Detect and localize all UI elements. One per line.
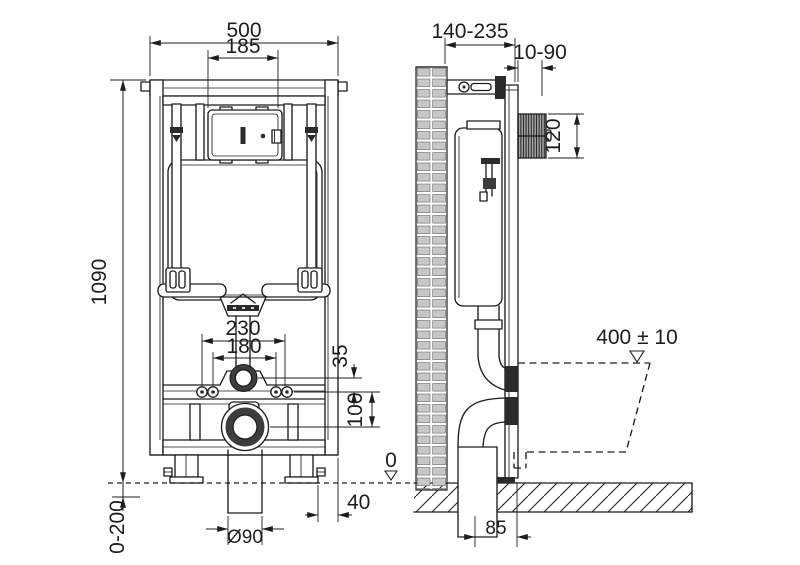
dim-fixings-to-outlet-label: 100 (344, 392, 367, 427)
cistern-section (454, 120, 503, 307)
dim-flush-plate-height-label: 120 (542, 118, 565, 153)
dim-leg-adjustment: 0-200 (106, 483, 140, 554)
dim-frame-depth-range-label: 140-235 (431, 20, 508, 43)
dim-frame-height: 1090 (88, 79, 146, 484)
dim-leg-adjustment-label: 0-200 (106, 500, 129, 554)
datum-triangle-icon (383, 470, 399, 481)
dim-foot-edge-offset-label: 40 (347, 491, 370, 514)
dim-bowl-rim-height-label: 400 ± 10 (596, 326, 678, 349)
bowl-datum-triangle-icon (628, 350, 646, 364)
dim-drain-diameter: Ø90 (206, 516, 284, 548)
plate-dot (260, 133, 266, 139)
waste-outlet (189, 401, 299, 452)
dim-overall-width: 500 (149, 19, 339, 76)
floor-datum-label: 0 (385, 449, 397, 472)
flush-and-outlet-pipes (457, 305, 518, 538)
flush-plate-access-box (207, 106, 283, 164)
frame-front (140, 79, 348, 456)
drain-pipe (227, 449, 263, 514)
adjustable-feet (163, 454, 326, 484)
dim-fixings-to-outlet: 100 (270, 391, 380, 428)
fixing-bolts (196, 386, 293, 398)
dim-fixing-spacing-outer-label: 230 (225, 317, 260, 340)
dim-flush-pipe-to-fixings: 35 (258, 344, 380, 406)
dim-hanger-spacing-label: 185 (225, 35, 260, 58)
front-view (108, 79, 413, 514)
floor-datum-marker: 0 (383, 449, 399, 481)
wall-bracket (446, 76, 506, 99)
dim-fixing-spacing-outer: 230 (201, 317, 286, 386)
dim-bowl-rim-height: 400 ± 10 (596, 326, 678, 364)
dim-finish-distance-range-label: 10-90 (513, 41, 567, 64)
dim-frame-height-label: 1090 (88, 259, 111, 306)
flush-plate-side (517, 113, 552, 159)
dim-finish-distance-range: 10-90 (504, 41, 567, 96)
dim-frame-depth-range: 140-235 (431, 20, 516, 82)
mounting-brackets (157, 267, 331, 298)
dim-flush-pipe-to-fixings-label: 35 (329, 344, 352, 367)
dim-outlet-wall-distance-label: 85 (485, 518, 506, 539)
dim-fixing-spacing-inner: 180 (212, 335, 277, 386)
dim-drain-diameter-label: Ø90 (227, 527, 263, 548)
dim-overall-width-label: 500 (226, 19, 261, 42)
dim-hanger-spacing: 185 (207, 35, 279, 108)
dim-flush-plate-height: 120 (542, 113, 584, 159)
floor-section (413, 482, 693, 513)
dim-fixing-spacing-inner-label: 180 (226, 335, 261, 358)
section-view (413, 66, 693, 538)
dim-outlet-wall-distance: 85 (461, 482, 531, 547)
dim-foot-edge-offset: 40 (305, 458, 370, 522)
plate-slot (240, 127, 246, 144)
wall-section (415, 66, 448, 491)
bowl-outline (513, 362, 651, 469)
